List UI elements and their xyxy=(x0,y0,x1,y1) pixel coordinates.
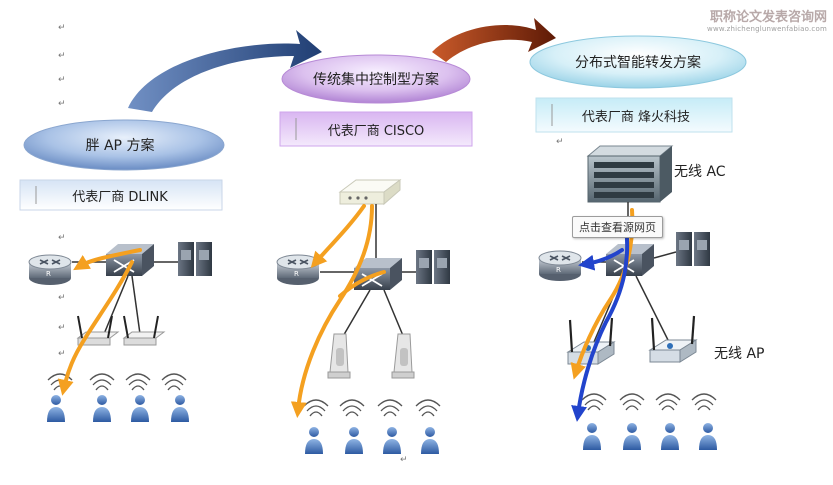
svg-text:R: R xyxy=(294,270,299,278)
server-icon xyxy=(178,242,212,276)
svg-text:R: R xyxy=(556,266,561,274)
fat-ap-vendor: 代表厂商 DLINK xyxy=(72,190,168,205)
transition-arrow-right xyxy=(432,18,556,62)
paragraph-mark: ↵ xyxy=(400,455,408,465)
fat-ap-title-ellipse: 胖 AP 方案 xyxy=(23,119,225,171)
wireless-ap-label: 无线 AP xyxy=(714,346,764,362)
switch-icon xyxy=(106,244,154,276)
wireless-ac-label: 无线 AC xyxy=(674,164,726,180)
wifi-signal-group xyxy=(47,373,187,391)
server-icon xyxy=(416,250,450,284)
svg-text:R: R xyxy=(46,270,51,278)
smart-ap-icon xyxy=(648,315,698,363)
router-icon: R xyxy=(276,254,320,285)
traffic-flow-blue xyxy=(571,224,630,422)
router-icon: R xyxy=(538,250,582,281)
thin-ap-icon xyxy=(391,333,415,379)
network-links xyxy=(320,204,416,339)
server-icon xyxy=(676,232,710,266)
paragraph-mark: ↵ xyxy=(58,99,66,109)
traffic-flow-orange xyxy=(57,248,142,396)
wlan-controller-icon xyxy=(338,179,402,206)
watermark: 职称论文发表咨询网 www.zhichenglunwenfabiao.com xyxy=(707,6,827,33)
distributed-vendor-box: 代表厂商 烽火科技 xyxy=(535,97,733,133)
paragraph-mark: ↵ xyxy=(58,233,66,243)
distributed-vendor: 代表厂商 烽火科技 xyxy=(582,110,690,125)
switch-icon xyxy=(354,258,402,290)
centralized-vendor: 代表厂商 CISCO xyxy=(328,124,425,139)
wifi-signal-group xyxy=(581,393,717,411)
transition-arrow-left xyxy=(128,30,322,112)
centralized-title: 传统集中控制型方案 xyxy=(313,71,439,88)
distributed-title-ellipse: 分布式智能转发方案 xyxy=(529,35,747,89)
paragraph-mark: ↵ xyxy=(58,293,66,303)
user-icon-group xyxy=(47,395,189,422)
fat-ap-title: 胖 AP 方案 xyxy=(86,137,155,154)
wireless-ac-icon xyxy=(586,145,674,203)
paragraph-mark: ↵ xyxy=(58,323,66,333)
thin-ap-icon xyxy=(327,333,351,379)
fat-ap-vendor-box: 代表厂商 DLINK xyxy=(19,179,223,211)
paragraph-mark: ↵ xyxy=(58,349,66,359)
view-source-tooltip[interactable]: 点击查看源网页 xyxy=(572,216,663,238)
centralized-vendor-box: 代表厂商 CISCO xyxy=(279,111,473,147)
watermark-url: www.zhichenglunwenfabiao.com xyxy=(707,25,827,33)
paragraph-mark: ↵ xyxy=(556,137,564,147)
paragraph-mark: ↵ xyxy=(58,51,66,61)
wifi-signal-group xyxy=(303,399,441,417)
paragraph-mark: ↵ xyxy=(58,75,66,85)
user-icon-group xyxy=(305,427,439,454)
distributed-title: 分布式智能转发方案 xyxy=(575,54,701,71)
traffic-flow-orange xyxy=(290,204,386,418)
fat-ap-icon xyxy=(122,315,166,346)
centralized-title-ellipse: 传统集中控制型方案 xyxy=(281,54,471,104)
watermark-name: 职称论文发表咨询网 xyxy=(709,10,827,25)
paragraph-mark: ↵ xyxy=(58,23,66,33)
traffic-flow-orange xyxy=(570,208,635,380)
user-icon-group xyxy=(583,423,717,450)
router-icon: R xyxy=(28,254,72,285)
